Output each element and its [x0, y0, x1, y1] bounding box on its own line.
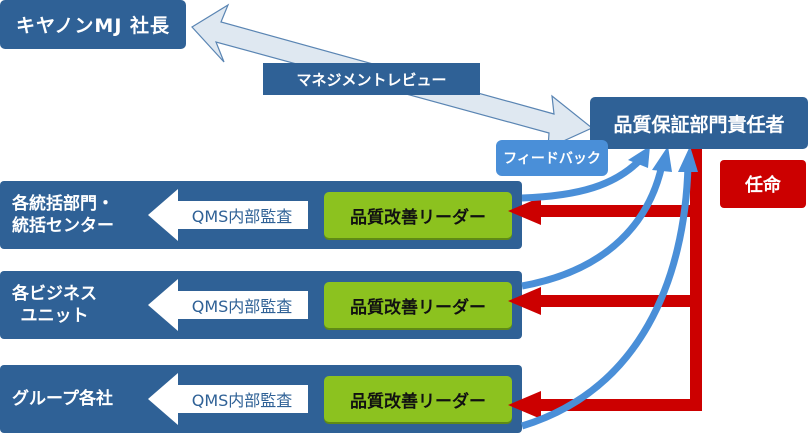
feedback-curve — [521, 157, 643, 202]
management-review-label: マネジメントレビュー — [296, 70, 447, 89]
feedback-arrowhead-icon — [678, 146, 698, 172]
quality-leader-box: 品質改善リーダー — [324, 376, 512, 422]
org-name-line: グループ各社 — [12, 389, 113, 409]
org-name: 各統括部門・ 統括センター — [12, 181, 114, 249]
management-review-label-box: マネジメントレビュー — [263, 63, 480, 95]
quality-leader-box: 品質改善リーダー — [324, 282, 512, 328]
feedback-label: フィードバック — [503, 151, 601, 167]
feedback-label-box: フィードバック — [496, 140, 608, 176]
quality-manager-box: 品質保証部門責任者 — [590, 97, 808, 149]
left-arrow-icon — [148, 189, 308, 241]
org-name-line: 統括センター — [12, 216, 114, 236]
quality-manager-label: 品質保証部門責任者 — [613, 113, 785, 136]
org-row-business-units: 各ビジネス ユニット QMS内部監査 品質改善リーダー — [0, 271, 522, 339]
left-arrow-icon — [148, 373, 308, 425]
org-name: 各ビジネス ユニット — [12, 271, 97, 339]
left-arrow-icon — [148, 279, 308, 331]
feedback-arrowhead-icon — [628, 146, 650, 168]
ceo-box: キヤノンMJ 社長 — [0, 0, 186, 49]
audit-label: QMS内部監査 — [191, 207, 293, 226]
org-name-line: 各統括部門・ — [12, 194, 114, 214]
quality-leader-box: 品質改善リーダー — [324, 192, 512, 238]
org-row-divisions: 各統括部門・ 統括センター QMS内部監査 品質改善リーダー — [0, 181, 522, 249]
appointment-arrowhead — [508, 197, 541, 225]
org-name-line: ユニット — [20, 306, 89, 326]
feedback-arrows — [520, 157, 692, 430]
appointment-branch-line — [535, 205, 702, 217]
appointment-label: 任命 — [745, 175, 781, 196]
audit-label: QMS内部監査 — [191, 391, 293, 410]
org-name: グループ各社 — [12, 365, 113, 433]
org-name-line: 各ビジネス — [12, 284, 97, 304]
appointment-arrowhead — [508, 287, 541, 315]
feedback-arrowhead-icon — [652, 146, 672, 172]
ceo-label: キヤノンMJ 社長 — [15, 15, 171, 37]
appointment-branch-line — [535, 295, 702, 307]
feedback-curve — [520, 164, 692, 430]
appointment-arrowhead — [508, 391, 541, 419]
org-row-group-companies: グループ各社 QMS内部監査 品質改善リーダー — [0, 365, 522, 433]
feedback-curve — [521, 164, 666, 290]
appointment-label-box: 任命 — [720, 160, 806, 208]
audit-label: QMS内部監査 — [191, 297, 293, 316]
feedback-arrowheads — [628, 146, 698, 172]
appointment-trunk-line — [690, 145, 702, 411]
